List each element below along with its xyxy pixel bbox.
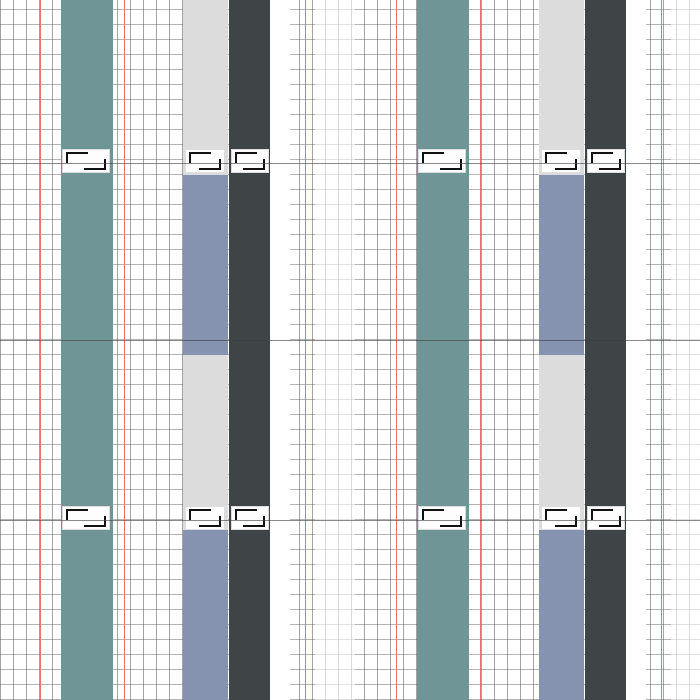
red-margin-line <box>396 0 397 700</box>
stripe-segment <box>539 0 584 175</box>
grid-major-line <box>0 340 700 341</box>
charcoal-stripe <box>229 0 270 700</box>
teal-label-tag <box>63 507 109 529</box>
two-tone-stripe <box>183 0 228 700</box>
stripe-segment <box>539 175 584 355</box>
middle-label-tag <box>542 507 580 529</box>
stripe-segment <box>183 355 228 530</box>
middle-label-tag <box>542 150 580 172</box>
red-margin-line <box>40 0 41 700</box>
stripe-segment <box>183 530 228 700</box>
teal-label-tag <box>419 507 465 529</box>
charcoal-stripe <box>585 0 626 700</box>
teal-stripe <box>61 0 113 700</box>
red-margin-line <box>305 0 306 700</box>
charcoal-label-tag <box>232 507 268 529</box>
red-margin-line <box>124 0 125 700</box>
blank-band <box>270 0 290 700</box>
charcoal-label-tag <box>232 150 268 172</box>
stripe-segment <box>183 0 228 175</box>
grid-major-line <box>0 520 700 521</box>
stripe-segment <box>539 355 584 530</box>
blank-band <box>626 0 646 700</box>
red-margin-line <box>661 0 662 700</box>
grid-major-line <box>0 163 700 164</box>
two-tone-stripe <box>539 0 584 700</box>
middle-label-tag <box>186 150 224 172</box>
charcoal-label-tag <box>588 150 624 172</box>
middle-label-tag <box>186 507 224 529</box>
teal-stripe <box>417 0 469 700</box>
teal-label-tag <box>63 150 109 172</box>
blank-band <box>671 0 700 700</box>
blank-band <box>315 0 355 700</box>
stripe-segment <box>183 175 228 355</box>
charcoal-label-tag <box>588 507 624 529</box>
stripe-segment <box>539 530 584 700</box>
teal-label-tag <box>419 150 465 172</box>
red-margin-line <box>480 0 481 700</box>
